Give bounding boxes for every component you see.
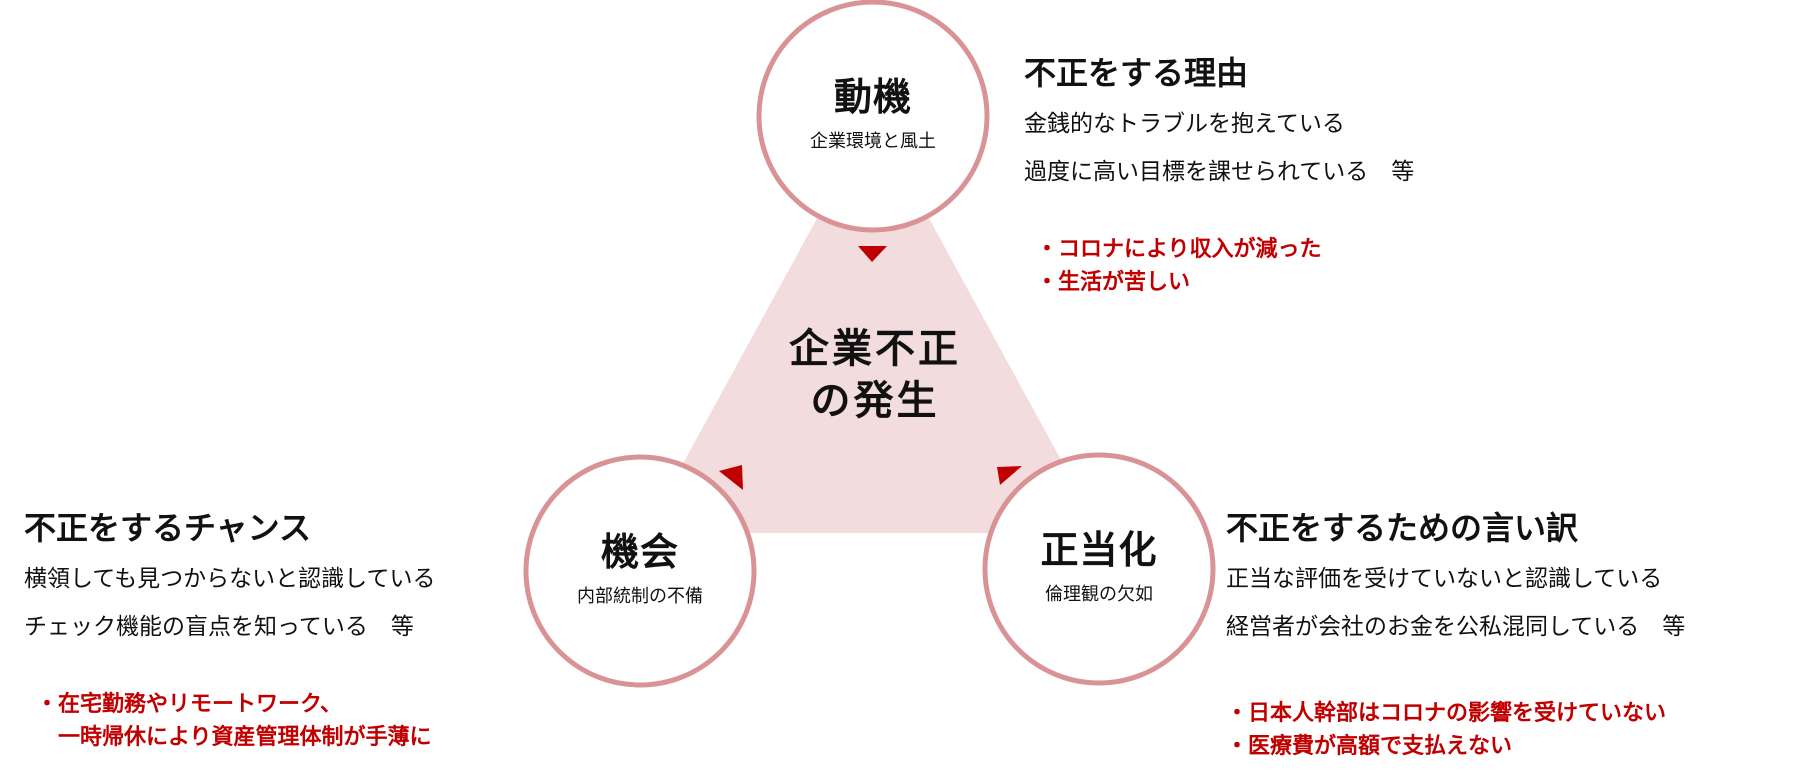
center-label-line2: の発生 (810, 378, 940, 424)
motive-label: 動機 企業環境と風土 (763, 75, 983, 155)
motive-title: 動機 (833, 75, 912, 119)
opportunity-note: 一時帰休により資産管理体制が手薄に (36, 725, 432, 750)
motive-detail-line: 金銭的なトラブルを抱えている (1024, 111, 1345, 137)
opportunity-circle (523, 454, 757, 688)
arrow-to-center-from-opportunity (719, 465, 743, 490)
arrow-to-center-from-motive (858, 246, 887, 262)
justification-notes: ・日本人幹部はコロナの影響を受けていない ・医療費が高額で支払えない (1226, 697, 1666, 763)
justification-detail-line: 正当な評価を受けていないと認識している (1226, 566, 1663, 592)
motive-detail: 不正をする理由 金銭的なトラブルを抱えている 過度に高い目標を課せられている 等 (1024, 53, 1414, 189)
opportunity-detail-heading: 不正をするチャンス (24, 509, 312, 547)
motive-detail-heading: 不正をする理由 (1024, 54, 1249, 92)
center-label: 企業不正 の発生 (745, 323, 1005, 427)
justification-label: 正当化 倫理観の欠如 (989, 528, 1209, 608)
justification-title: 正当化 (1040, 528, 1158, 572)
justification-detail: 不正をするための言い訳 正当な評価を受けていないと認識している 経営者が会社のお… (1226, 508, 1685, 644)
opportunity-detail-line: チェック機能の盲点を知っている 等 (24, 614, 414, 640)
motive-note: ・コロナにより収入が減った (1036, 237, 1322, 262)
opportunity-detail-line: 横領しても見つからないと認識している (24, 566, 436, 592)
justification-note: ・医療費が高額で支払えない (1226, 734, 1513, 759)
motive-detail-line: 過度に高い目標を課せられている 等 (1024, 159, 1415, 185)
justification-note: ・日本人幹部はコロナの影響を受けていない (1226, 701, 1667, 726)
motive-subtitle: 企業環境と風土 (810, 131, 936, 152)
opportunity-label: 機会 内部統制の不備 (530, 530, 750, 610)
fraud-triangle (645, 116, 1101, 533)
opportunity-detail: 不正をするチャンス 横領しても見つからないと認識している チェック機能の盲点を知… (24, 508, 435, 644)
opportunity-notes: ・在宅勤務やリモートワーク、 一時帰休により資産管理体制が手薄に (36, 688, 432, 754)
motive-circle (756, 0, 990, 233)
justification-detail-heading: 不正をするための言い訳 (1226, 509, 1579, 547)
opportunity-note: ・在宅勤務やリモートワーク、 (36, 692, 343, 717)
justification-detail-line: 経営者が会社のお金を公私混同している 等 (1226, 614, 1686, 640)
arrow-to-center-from-justification (997, 466, 1022, 485)
opportunity-subtitle: 内部統制の不備 (577, 586, 703, 607)
motive-notes: ・コロナにより収入が減った ・生活が苦しい (1036, 233, 1322, 299)
opportunity-title: 機会 (600, 530, 679, 574)
justification-circle (982, 452, 1216, 686)
justification-subtitle: 倫理観の欠如 (1045, 584, 1153, 605)
center-label-line1: 企業不正 (789, 326, 961, 372)
motive-note: ・生活が苦しい (1036, 270, 1191, 295)
